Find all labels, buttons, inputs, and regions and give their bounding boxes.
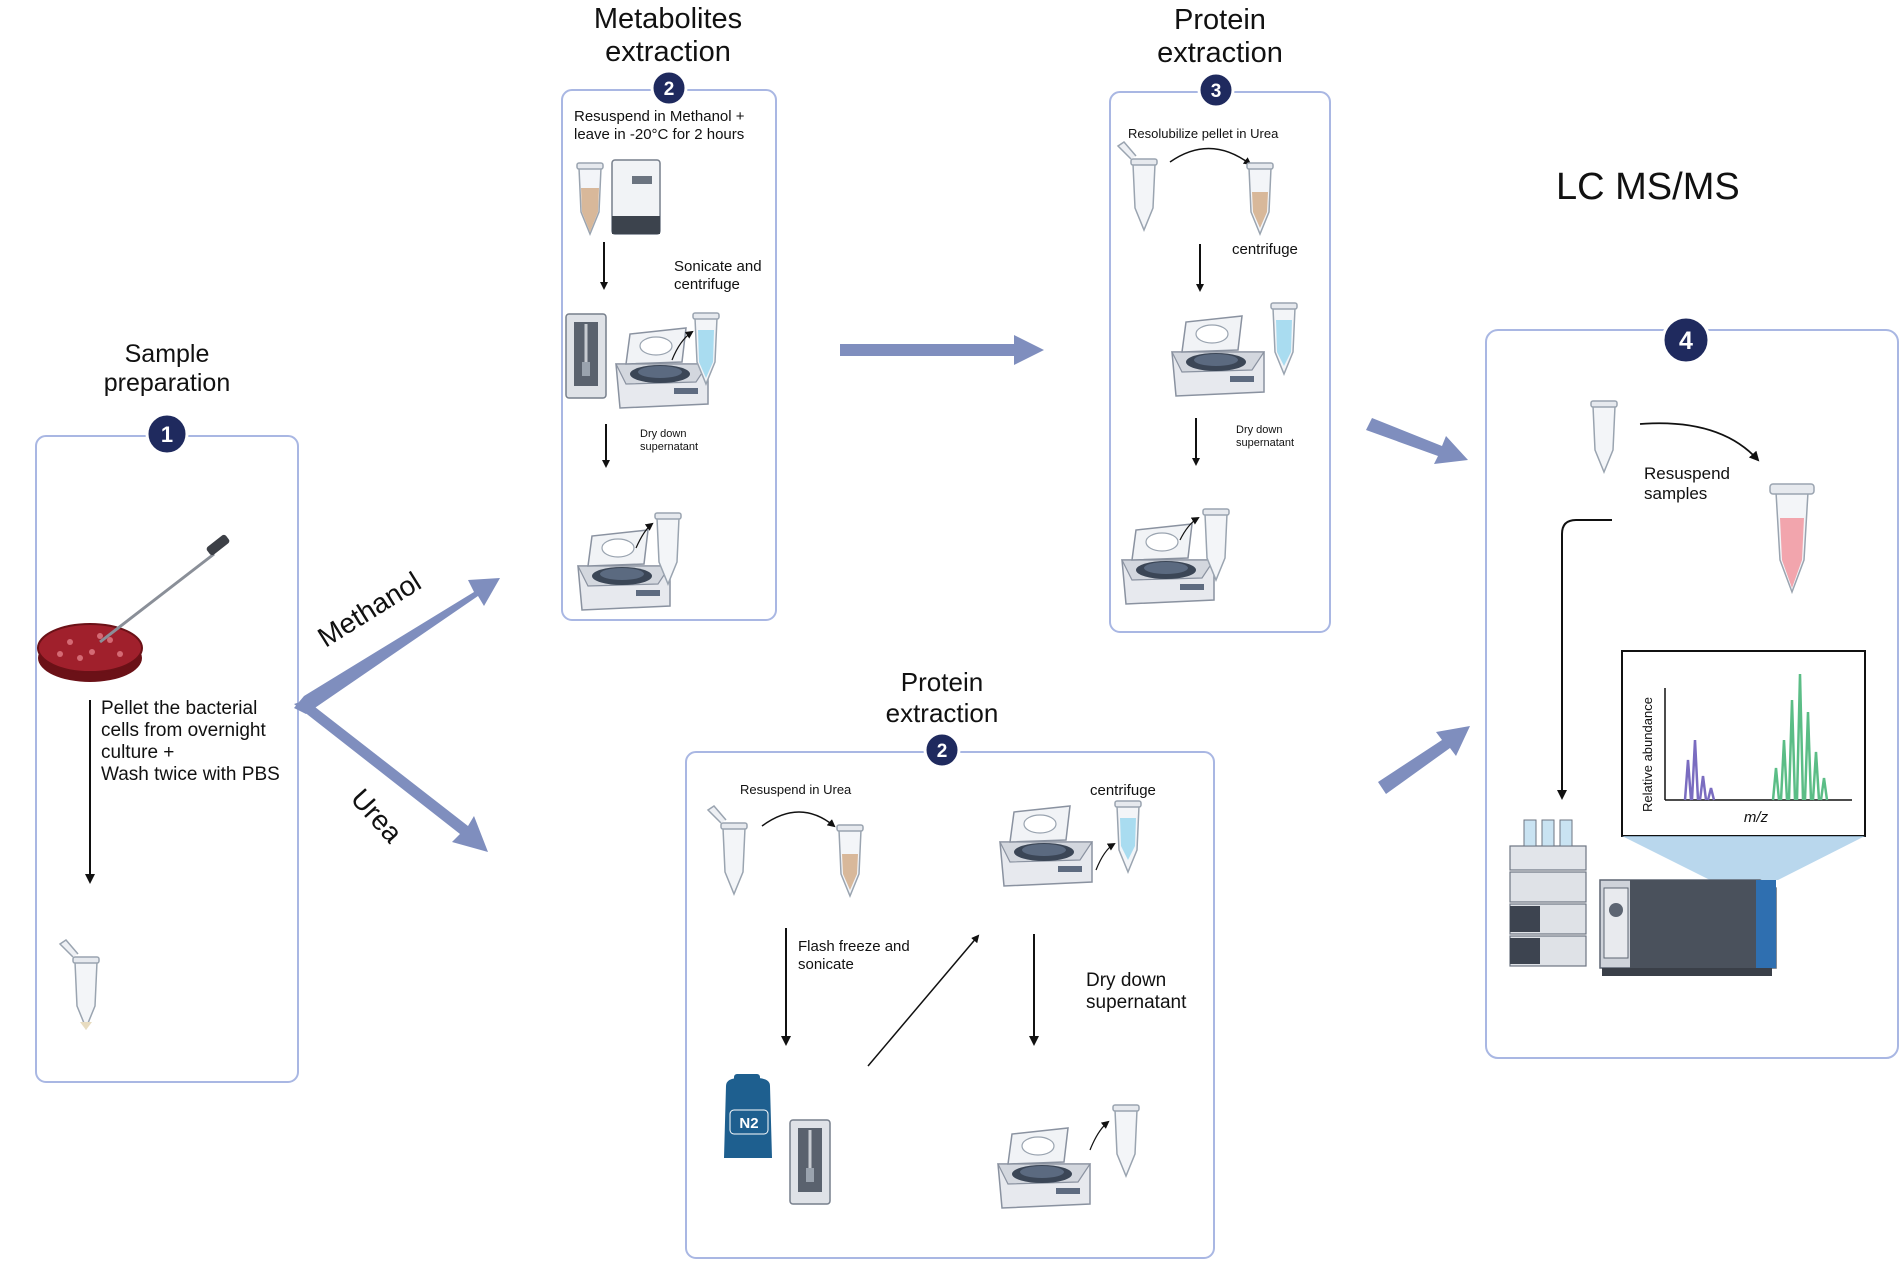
meta-curve-2 bbox=[635, 522, 654, 549]
centrifuge-meta-2 bbox=[577, 529, 671, 611]
centrifuge-bottom-1 bbox=[999, 805, 1093, 887]
step-badge-protein-top: 3 bbox=[1197, 71, 1235, 109]
meta-curve-1 bbox=[671, 330, 694, 361]
metabolites-sonicate-text: Sonicate and centrifuge bbox=[674, 258, 762, 293]
svg-text:N2: N2 bbox=[739, 1115, 758, 1132]
step-badge-4: 4 bbox=[1661, 315, 1711, 365]
protein-bottom-centrifuge-text: centrifuge bbox=[1090, 782, 1156, 799]
svg-text:2: 2 bbox=[937, 741, 948, 762]
centrifuge-prot-top-2 bbox=[1121, 523, 1215, 605]
methanol-arrow bbox=[294, 578, 500, 714]
methanol-tube bbox=[576, 162, 604, 235]
spectrum-chart: Relative abundance m/z bbox=[1621, 650, 1866, 837]
urea-arrow bbox=[294, 700, 488, 852]
flow-arrows bbox=[294, 335, 1470, 852]
spectrum-xlabel: m/z bbox=[1744, 809, 1769, 826]
centrifuge-meta bbox=[615, 327, 709, 409]
protein-to-lcms-arrow bbox=[1366, 418, 1468, 464]
inoculating-loop bbox=[99, 534, 230, 644]
prot-top-curve bbox=[1179, 516, 1200, 541]
metabolites-dry-text: Dry down supernatant bbox=[640, 428, 699, 453]
supernatant-tube-meta bbox=[692, 312, 720, 385]
urea-tube-bottom bbox=[836, 824, 864, 897]
svg-text:3: 3 bbox=[1211, 81, 1222, 102]
supernatant-tube-top bbox=[1270, 302, 1298, 375]
step-badge-1: 1 bbox=[145, 412, 189, 456]
metabolites-title: Metabolites extraction bbox=[593, 3, 743, 68]
final-tube-bottom bbox=[1112, 1104, 1140, 1177]
mass-spectrometer bbox=[1599, 879, 1777, 976]
step-badge-metabolites: 2 bbox=[650, 69, 688, 107]
resuspend-curve-bottom bbox=[761, 811, 836, 828]
sample-prep-text: Pellet the bacterial cells from overnigh… bbox=[101, 698, 280, 785]
to-centrifuge-arrow bbox=[867, 934, 980, 1067]
lcms-resuspend-text: Resuspend samples bbox=[1644, 464, 1731, 503]
protein-bottom-flash-text: Flash freeze and sonicate bbox=[798, 938, 910, 973]
resolubilize-curve bbox=[1169, 147, 1252, 166]
resuspend-curve-lcms bbox=[1639, 422, 1760, 462]
protein-bottom-to-lcms-arrow bbox=[1378, 726, 1470, 794]
protein-bottom-title: Protein extraction bbox=[885, 667, 999, 728]
pellet bbox=[80, 1022, 92, 1030]
centrifuge-prot-top bbox=[1171, 315, 1265, 397]
resuspended-tube bbox=[1769, 483, 1815, 595]
sample-prep-title: Sample preparation bbox=[103, 340, 231, 397]
liquid-nitrogen-dewar: N2 bbox=[724, 1074, 772, 1158]
protein-top-resolubilize-text: Resolubilize pellet in Urea bbox=[1128, 126, 1279, 141]
bottom-curve-1 bbox=[1095, 842, 1116, 871]
step-badge-protein-bottom: 2 bbox=[923, 731, 961, 769]
sonicator-meta bbox=[564, 312, 608, 400]
metabolites-to-protein-arrow bbox=[840, 335, 1044, 365]
sonicator-bottom bbox=[788, 1118, 832, 1206]
svg-text:2: 2 bbox=[664, 79, 675, 100]
svg-text:4: 4 bbox=[1679, 327, 1693, 355]
spectrum-ylabel: Relative abundance bbox=[1640, 697, 1655, 812]
petri-dish bbox=[37, 623, 143, 682]
supernatant-tube-bottom bbox=[1114, 800, 1142, 873]
ms-beam bbox=[1622, 836, 1865, 880]
pellet-tube-bottom bbox=[707, 805, 748, 895]
protein-top-centrifuge-text: centrifuge bbox=[1232, 241, 1298, 258]
urea-tube-top bbox=[1246, 162, 1274, 235]
sample-tube bbox=[59, 939, 100, 1029]
transfer-line bbox=[1557, 519, 1612, 800]
metabolites-resuspend-text: Resuspend in Methanol + leave in -20°C f… bbox=[574, 108, 745, 143]
protein-top-dry-text: Dry down supernatant bbox=[1236, 424, 1295, 449]
lcms-title: LC MS/MS bbox=[1556, 166, 1740, 208]
sample-tube-lcms bbox=[1590, 400, 1618, 473]
pellet-tube-top bbox=[1117, 141, 1158, 231]
protein-top-title: Protein extraction bbox=[1157, 4, 1283, 69]
hplc-stack bbox=[1509, 819, 1587, 967]
freezer bbox=[611, 159, 661, 235]
centrifuge-bottom-2 bbox=[997, 1127, 1091, 1209]
svg-text:1: 1 bbox=[161, 422, 173, 447]
protein-bottom-resuspend-text: Resuspend in Urea bbox=[740, 782, 852, 797]
protein-bottom-dry-text: Dry down supernatant bbox=[1086, 970, 1187, 1013]
bottom-curve-2 bbox=[1089, 1120, 1110, 1151]
